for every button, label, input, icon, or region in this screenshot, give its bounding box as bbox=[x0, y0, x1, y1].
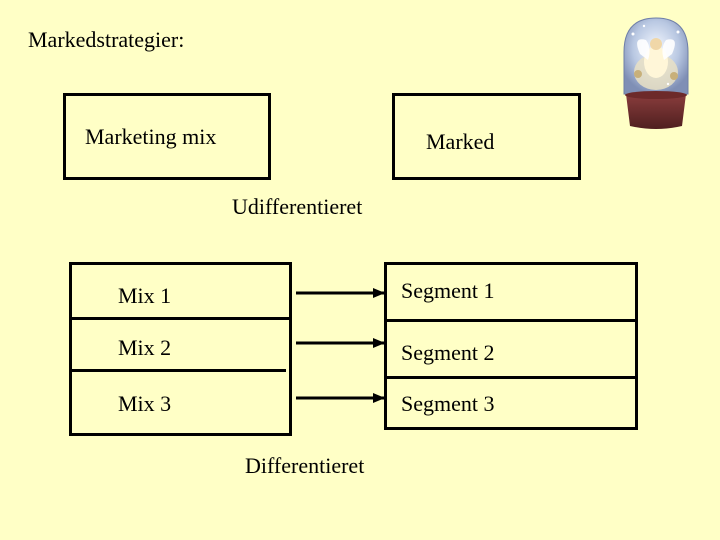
undifferentiated-label: Udifferentieret bbox=[232, 194, 363, 219]
marketing-mix-label: Marketing mix bbox=[85, 124, 217, 149]
slide-title: Markedstrategier: bbox=[28, 27, 185, 52]
mix-divider-2 bbox=[69, 369, 286, 372]
segment-label-2: Segment 2 bbox=[401, 340, 495, 365]
segment-label-1: Segment 1 bbox=[401, 278, 495, 303]
marked-label: Marked bbox=[426, 129, 495, 154]
segment-label-3: Segment 3 bbox=[401, 391, 495, 416]
mix-label-1: Mix 1 bbox=[118, 283, 172, 308]
mix-box bbox=[69, 262, 292, 436]
marketing-mix-box bbox=[63, 93, 271, 180]
segment-box bbox=[384, 262, 638, 430]
marked-box bbox=[392, 93, 581, 180]
segment-divider-1 bbox=[384, 319, 638, 322]
mix-label-3: Mix 3 bbox=[118, 391, 172, 416]
segment-divider-2 bbox=[384, 376, 638, 379]
mix-label-2: Mix 2 bbox=[118, 335, 172, 360]
mix-divider-1 bbox=[69, 317, 292, 320]
differentiated-label: Differentieret bbox=[245, 453, 365, 478]
snow-globe-icon bbox=[623, 17, 689, 129]
